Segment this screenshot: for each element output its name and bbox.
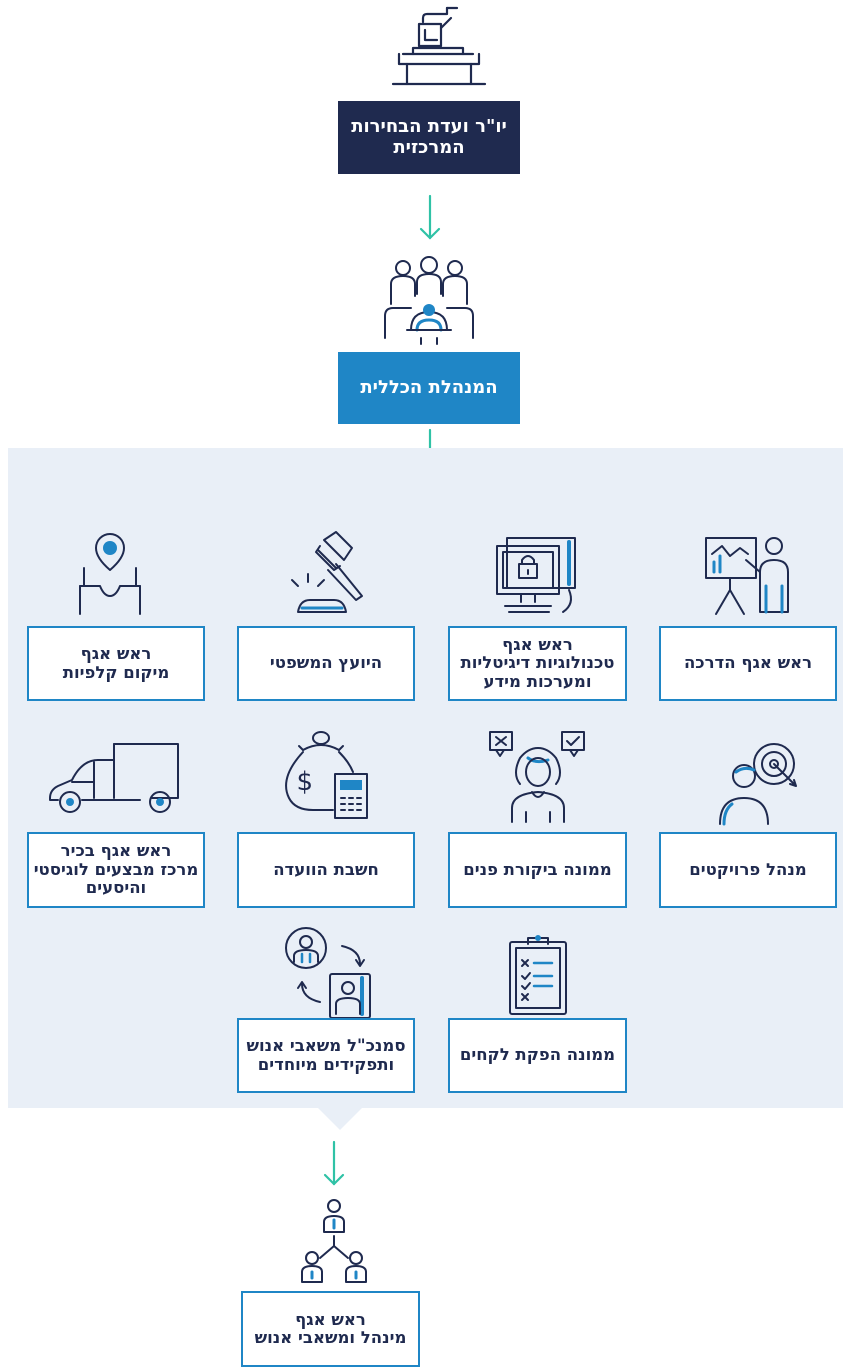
unit-audit-box: ממונה ביקורת פנים (448, 832, 627, 908)
bottom-unit-line2: מינהל ומשאבי אנוש (254, 1328, 407, 1347)
unit-polling-box: ראש אגף מיקום קלפיות (27, 626, 205, 701)
org-hierarchy-icon (298, 1196, 370, 1286)
unit-legal-box: היועץ המשפטי (237, 626, 415, 701)
management-box: המנהלת הכללית (338, 352, 520, 424)
unit-legal-text: היועץ המשפטי (269, 653, 383, 673)
chairman-line2: המרכזית (393, 136, 465, 158)
unit-logistics-line2: מרכז מבצעים לוגיסטי (33, 859, 199, 879)
arrow-down-1 (419, 194, 441, 242)
arrow-down-3 (323, 1140, 345, 1188)
unit-procurement-line1: ממונה הפקת לקחים (459, 1045, 616, 1065)
unit-hr-deputy-line2: ותפקידים מיוחדים (257, 1054, 395, 1074)
computer-lock-icon (491, 534, 587, 624)
unit-procurement-text: ממונה הפקת לקחים (459, 1045, 616, 1065)
unit-tech-line3: ומערכות מידע (483, 671, 592, 691)
unit-tech-line1: ראש אגף (502, 634, 573, 654)
unit-tech-box: ראש אגף טכנולוגיות דיגיטליות ומערכות מיד… (448, 626, 627, 701)
location-ballot-icon (70, 528, 166, 620)
truck-icon (48, 742, 184, 816)
unit-audit-text: ממונה ביקורת פנים (463, 859, 612, 879)
chairman-line1: יו"ר ועדת הבחירות (351, 116, 507, 138)
management-meeting-icon (381, 254, 477, 346)
unit-projects-text: מנהל פרויקטים (689, 859, 807, 879)
unit-logistics-text: ראש אגף בכיר מרכז מבצעים לוגיסטי והיסעים (33, 841, 199, 898)
bottom-unit-line1: ראש אגף (295, 1309, 366, 1329)
unit-accountant-line1: חשבת הוועדה (273, 859, 379, 879)
unit-training-text: ראש אגף הדרכה (683, 653, 813, 673)
unit-accountant-text: חשבת הוועדה (273, 859, 379, 879)
unit-logistics-line1: ראש אגף בכיר (60, 841, 172, 861)
chairman-box: יו"ר ועדת הבחירות המרכזית (338, 101, 520, 174)
unit-projects-box: מנהל פרויקטים (659, 832, 837, 908)
unit-training-box: ראש אגף הדרכה (659, 626, 837, 701)
presentation-board-icon (700, 532, 796, 618)
people-exchange-icon (280, 924, 380, 1022)
money-calculator-icon: $ (277, 730, 373, 822)
clipboard-checklist-icon (506, 932, 570, 1018)
unit-hr-deputy-line1: סמנכ"ל משאבי אנוש (246, 1036, 406, 1056)
unit-polling-line2: מיקום קלפיות (62, 662, 170, 682)
unit-tech-line2: טכנולוגיות דיגיטליות (460, 653, 615, 673)
target-person-icon (710, 738, 806, 830)
bottom-unit-text: ראש אגף מינהל ומשאבי אנוש (254, 1309, 407, 1348)
unit-tech-text: ראש אגף טכנולוגיות דיגיטליות ומערכות מיד… (460, 634, 615, 691)
unit-polling-line1: ראש אגף (80, 644, 152, 664)
unit-hr-deputy-box: סמנכ"ל משאבי אנוש ותפקידים מיוחדים (237, 1018, 415, 1093)
unit-audit-line1: ממונה ביקורת פנים (463, 859, 612, 879)
units-panel (8, 448, 843, 1108)
unit-projects-line1: מנהל פרויקטים (689, 859, 807, 879)
auditor-check-icon (486, 728, 588, 824)
panel-pointer (318, 1108, 362, 1130)
management-label: המנהלת הכללית (360, 376, 498, 398)
gavel-icon (282, 528, 378, 620)
unit-hr-deputy-text: סמנכ"ל משאבי אנוש ותפקידים מיוחדים (246, 1036, 406, 1074)
unit-training-line1: ראש אגף הדרכה (683, 653, 813, 673)
unit-legal-line1: היועץ המשפטי (269, 653, 383, 673)
unit-logistics-line3: והיסעים (85, 878, 147, 898)
unit-procurement-box: ממונה הפקת לקחים (448, 1018, 627, 1093)
bottom-unit-box: ראש אגף מינהל ומשאבי אנוש (241, 1291, 420, 1367)
ballot-box-icon (389, 6, 489, 90)
unit-logistics-box: ראש אגף בכיר מרכז מבצעים לוגיסטי והיסעים (27, 832, 205, 908)
unit-polling-text: ראש אגף מיקום קלפיות (62, 644, 170, 682)
svg-text:$: $ (296, 767, 313, 797)
unit-accountant-box: חשבת הוועדה (237, 832, 415, 908)
